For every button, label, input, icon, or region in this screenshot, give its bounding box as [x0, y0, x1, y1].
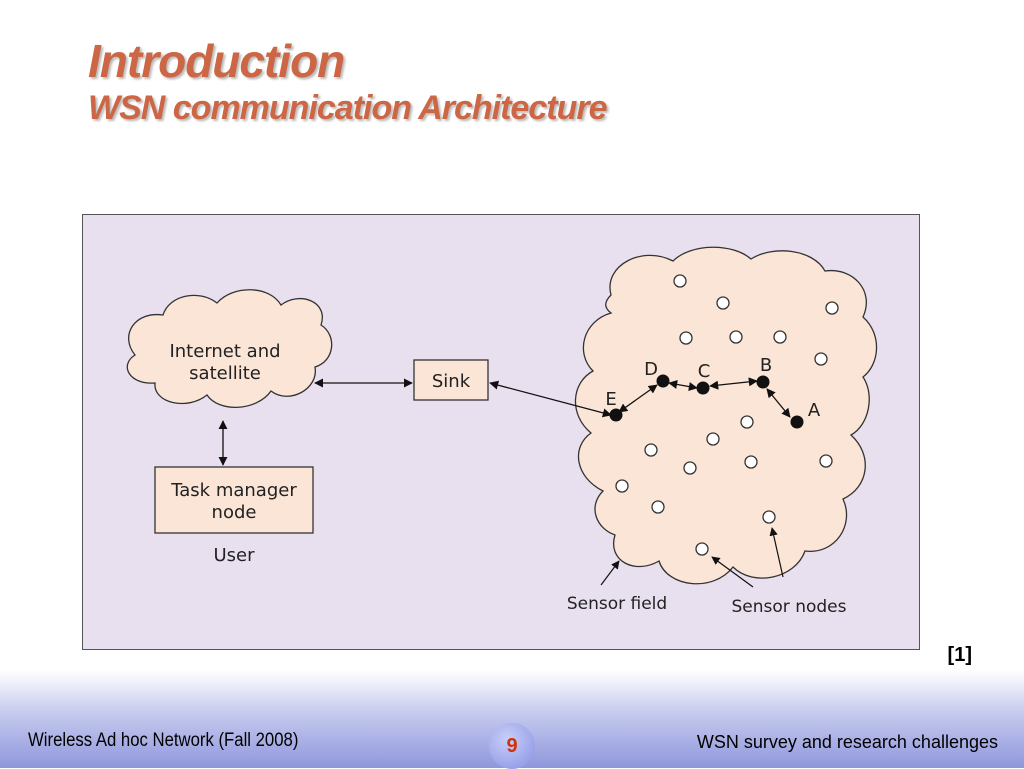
- arrow-sink-node-e: [489, 380, 612, 418]
- sensor-node: [644, 443, 658, 457]
- path-node-d: [656, 374, 670, 388]
- diagram-svg: Internet and satellite Sink Task manager…: [126, 246, 878, 617]
- user-label: User: [213, 545, 255, 566]
- arrow-sensor-nodes-2: [769, 527, 784, 578]
- path-node-b: [756, 375, 770, 389]
- cloud-label-line2: satellite: [189, 363, 261, 384]
- sensor-node: [683, 461, 697, 475]
- node-label-a: A: [808, 400, 821, 421]
- hop-c-b: [709, 377, 758, 390]
- slide-title: Introduction WSN communication Architect…: [88, 34, 607, 128]
- path-node-c: [696, 381, 710, 395]
- sensor-field-label: Sensor field: [567, 594, 667, 614]
- sensor-node: [740, 415, 754, 429]
- path-node-e: [609, 408, 623, 422]
- node-label-b: B: [760, 355, 772, 376]
- citation-reference: [1]: [947, 644, 972, 666]
- node-label-d: D: [644, 359, 658, 380]
- sensor-node: [673, 274, 687, 288]
- hop-b-a: [766, 388, 791, 418]
- sensor-node: [762, 510, 776, 524]
- hop-e-d: [618, 384, 658, 413]
- sensor-node: [825, 301, 839, 315]
- sink-label: Sink: [432, 371, 471, 392]
- task-manager-line1: Task manager: [170, 480, 297, 501]
- node-label-e: E: [605, 389, 616, 410]
- task-manager-box: [154, 466, 314, 534]
- hop-d-c: [668, 379, 698, 392]
- node-label-c: C: [698, 361, 711, 382]
- sensor-node: [716, 296, 730, 310]
- title-subtitle: WSN communication Architecture: [88, 89, 607, 127]
- title-main: Introduction: [88, 35, 345, 87]
- sensor-node: [773, 330, 787, 344]
- page-number: 9: [506, 734, 518, 757]
- internet-cloud-shape: [126, 289, 333, 408]
- arrow-sensor-field: [600, 560, 620, 586]
- sensor-node: [615, 479, 629, 493]
- sensor-node: [814, 352, 828, 366]
- sensor-node: [695, 542, 709, 556]
- sensor-node: [706, 432, 720, 446]
- architecture-diagram: Internet and satellite Sink Task manager…: [82, 214, 920, 650]
- sensor-nodes-label: Sensor nodes: [732, 597, 847, 617]
- arrow-sensor-nodes-1: [711, 556, 754, 588]
- sensor-node: [729, 330, 743, 344]
- sensor-node: [679, 331, 693, 345]
- task-manager-line2: node: [212, 502, 257, 523]
- sensor-field-shape: [574, 246, 878, 585]
- sensor-node: [744, 455, 758, 469]
- sensor-node: [651, 500, 665, 514]
- footer-course-label: Wireless Ad hoc Network (Fall 2008): [28, 730, 299, 751]
- sink-box: [413, 359, 489, 401]
- page-number-badge: 9: [489, 723, 535, 769]
- slide-footer: Wireless Ad hoc Network (Fall 2008) 9 WS…: [0, 670, 1024, 769]
- path-node-a: [790, 415, 804, 429]
- footer-topic-label: WSN survey and research challenges: [696, 732, 998, 752]
- sensor-nodes: [615, 274, 839, 556]
- sensor-node: [819, 454, 833, 468]
- cloud-label-line1: Internet and: [169, 341, 280, 362]
